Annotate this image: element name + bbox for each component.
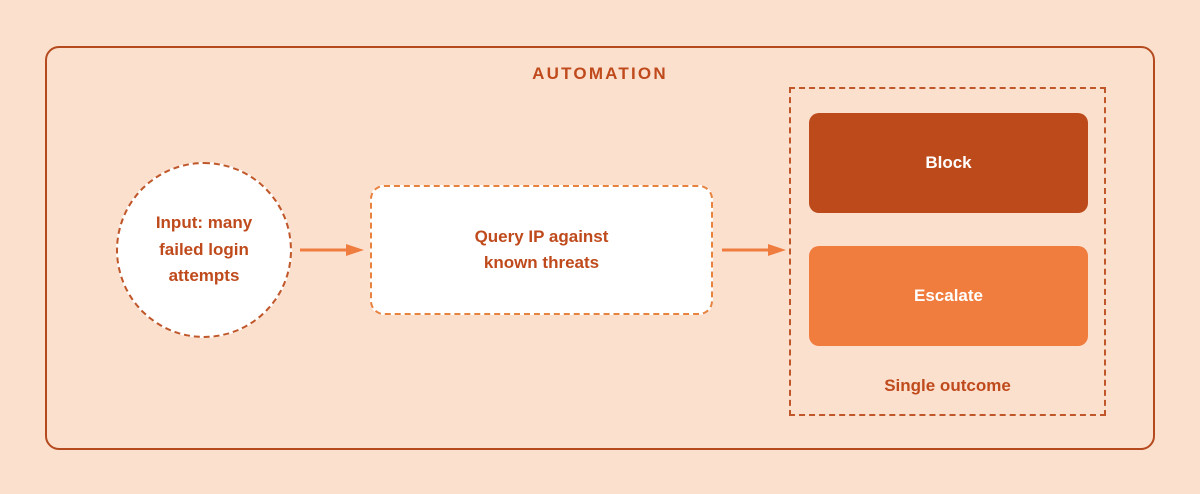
outcome-group-caption: Single outcome xyxy=(884,376,1011,395)
automation-title: AUTOMATION xyxy=(532,64,668,83)
arrow-input-to-process-icon xyxy=(300,244,364,256)
outcome-card-escalate-label: Escalate xyxy=(914,286,983,305)
input-node[interactable]: Input: many failed login attempts xyxy=(116,162,292,338)
arrow-process-to-outcome-icon xyxy=(722,244,786,256)
outcome-card-escalate[interactable]: Escalate xyxy=(809,246,1088,346)
process-node[interactable]: Query IP against known threats xyxy=(370,185,713,315)
outcome-card-block[interactable]: Block xyxy=(809,113,1088,213)
outcome-card-block-label: Block xyxy=(925,153,972,172)
process-node-label: Query IP against known threats xyxy=(474,226,609,272)
input-node-label: Input: many failed login attempts xyxy=(155,213,253,286)
automation-container: AUTOMATION xyxy=(45,46,1155,450)
outcome-group: Block Escalate Single outcome xyxy=(789,87,1106,416)
